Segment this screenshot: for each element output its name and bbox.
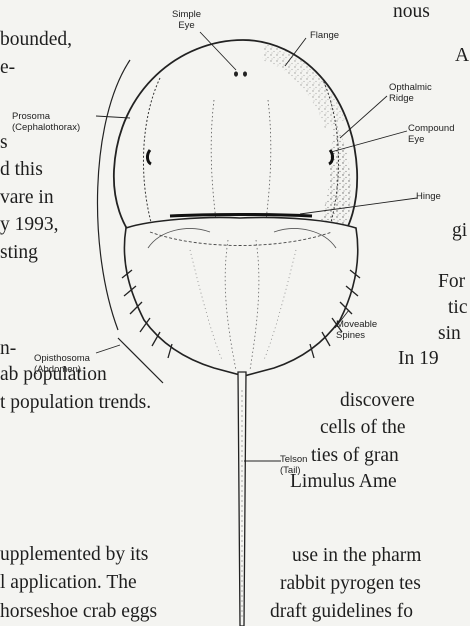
- simple-eye-icon: [243, 71, 247, 76]
- label-telson: Telson (Tail): [280, 455, 307, 476]
- label-hinge: Hinge: [416, 192, 441, 203]
- label-simple-eye: Simple Eye: [172, 10, 201, 31]
- label-prosoma: Prosoma (Cephalothorax): [12, 112, 80, 133]
- label-opisthosoma: Opisthosoma (Abdomen): [34, 354, 90, 375]
- label-flange: Flange: [310, 31, 339, 42]
- label-compound-eye: Compound Eye: [408, 124, 454, 145]
- label-opthalmic-ridge: Opthalmic Ridge: [389, 83, 432, 104]
- simple-eye-icon: [234, 71, 238, 76]
- label-moveable-spines: Moveable Spines: [336, 320, 377, 341]
